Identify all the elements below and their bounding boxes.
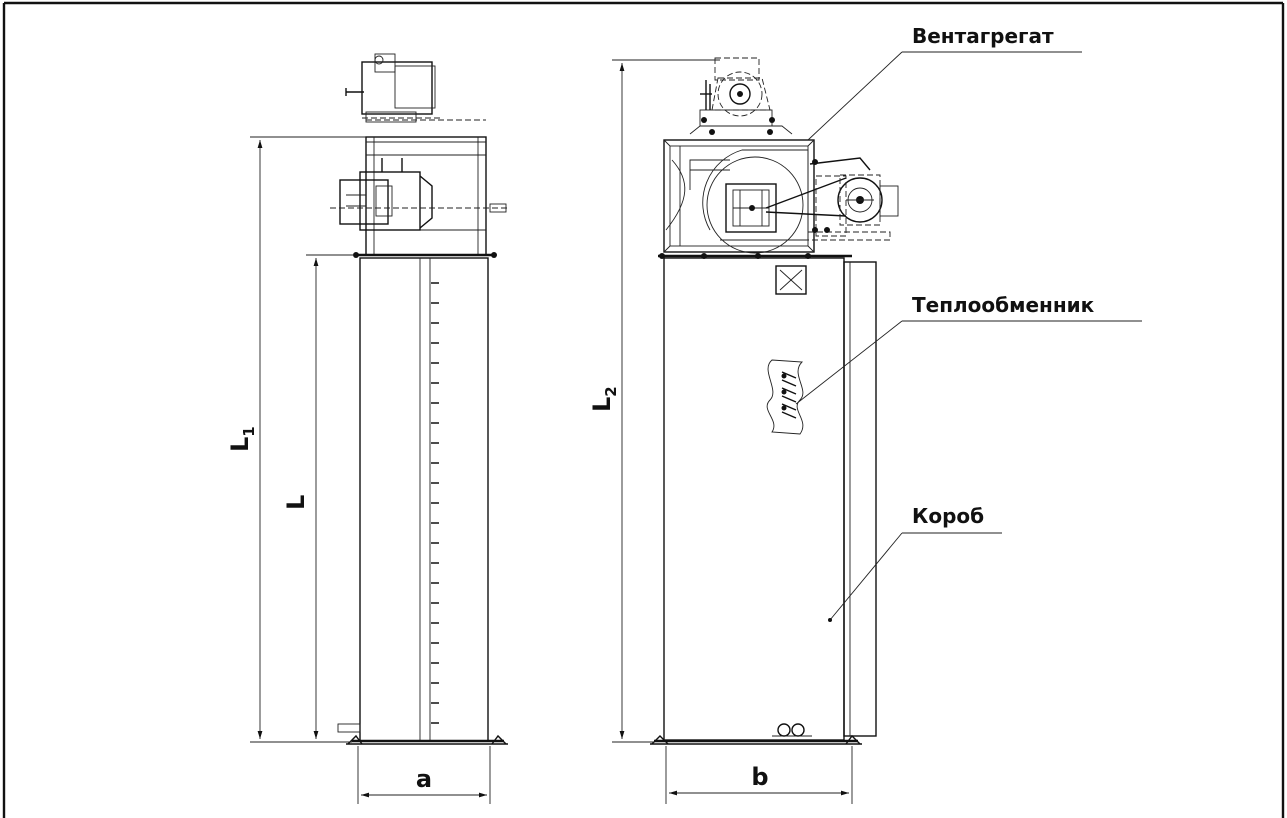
label-casing: Короб — [912, 504, 984, 528]
svg-text:L1: L1 — [226, 426, 258, 452]
fan-frame-left — [330, 119, 510, 256]
side-view-drawing: L1 L a — [226, 53, 510, 804]
belt-drive-right — [765, 157, 899, 241]
fan-housing-right — [663, 139, 815, 254]
dimension-b: b — [665, 746, 853, 804]
label-heat-exchanger: Теплообменник — [912, 293, 1095, 317]
label-fan-unit: Вентагрегат — [912, 24, 1054, 48]
svg-text:L2: L2 — [588, 386, 620, 412]
dimension-label-l1-sub: 1 — [240, 426, 258, 436]
rib-marks-left — [431, 282, 439, 724]
dimension-label-a: a — [416, 765, 432, 793]
dimension-l: L — [282, 254, 354, 743]
front-view-drawing: L2 b — [588, 57, 899, 804]
dimension-label-l2-sub: 2 — [602, 386, 620, 396]
callout-casing: Короб — [828, 504, 1002, 622]
dimension-label-l2: L — [588, 397, 616, 412]
callout-fan-unit: Вентагрегат — [807, 24, 1082, 141]
fan-top-right — [689, 57, 793, 135]
callout-heat-exchanger: Теплообменник — [795, 293, 1142, 405]
body-right — [650, 253, 877, 745]
dimension-label-l: L — [282, 495, 310, 510]
dimension-label-l1: L — [226, 437, 254, 452]
motor-top-left — [345, 53, 440, 123]
dimension-l2: L2 — [588, 59, 720, 743]
dimension-l1: L1 — [226, 136, 366, 743]
body-left — [337, 252, 508, 745]
dimension-a: a — [357, 746, 491, 804]
dimension-label-b: b — [751, 763, 768, 791]
